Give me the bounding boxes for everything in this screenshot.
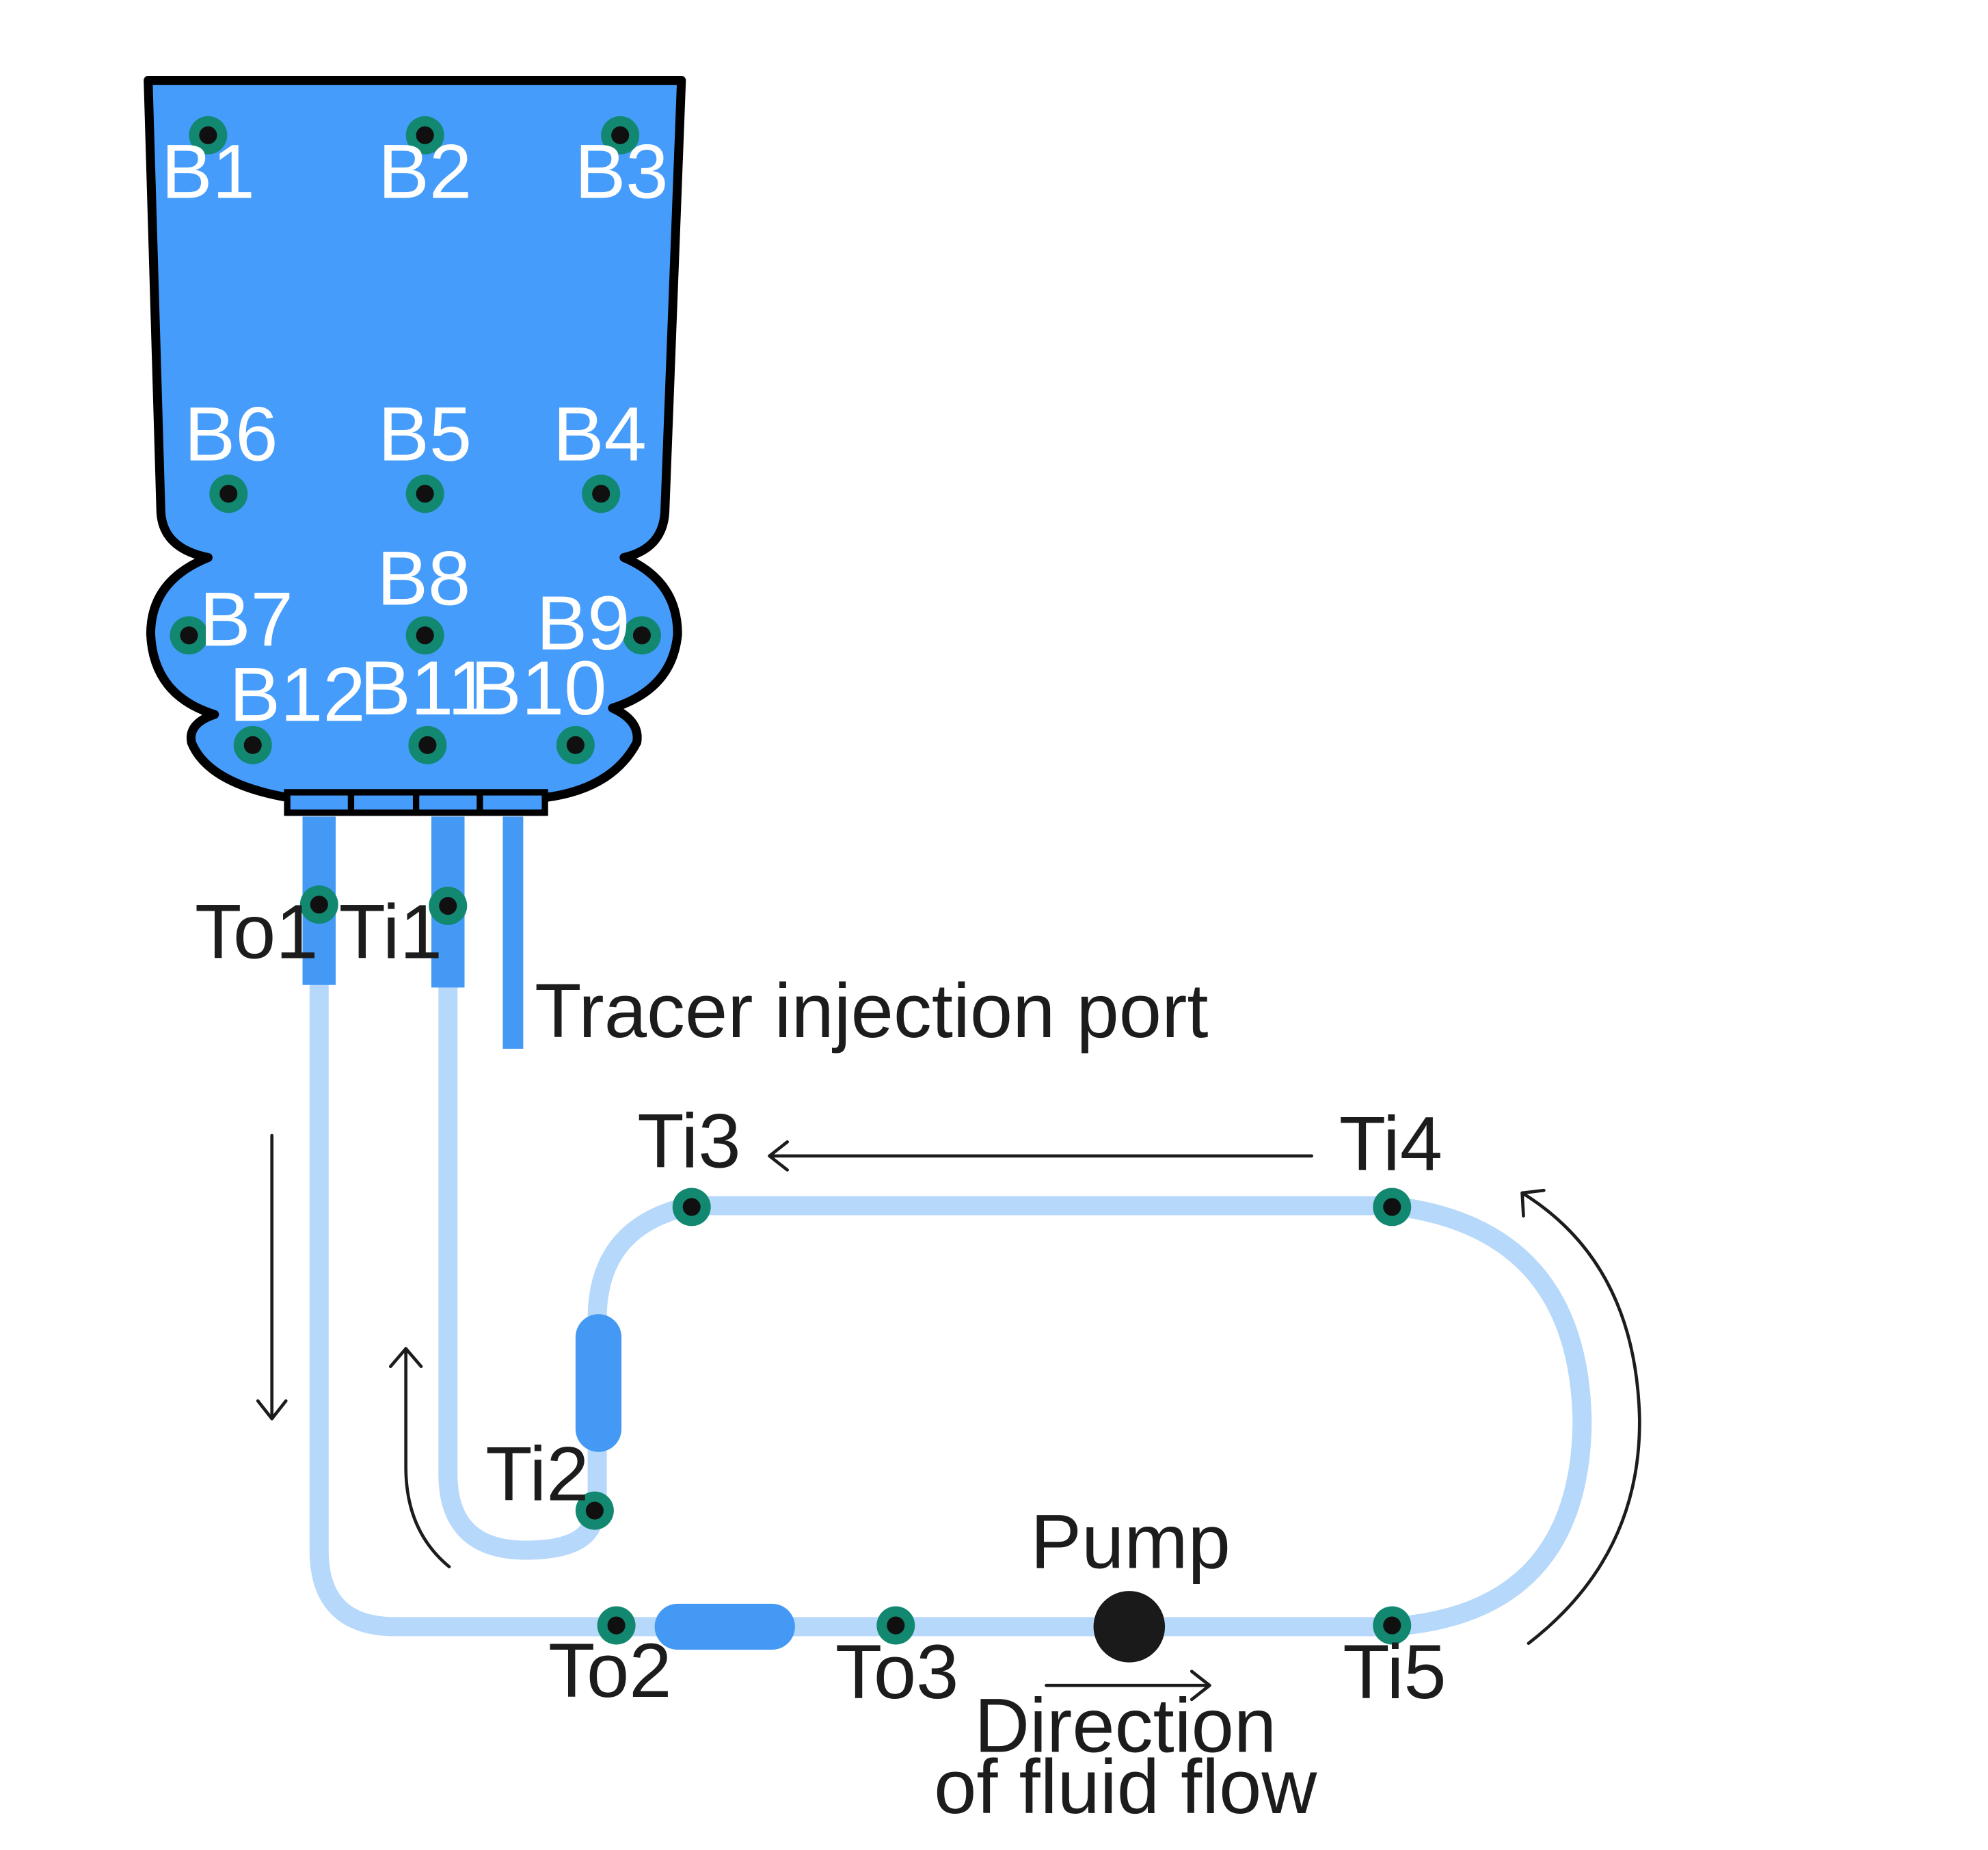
loop-tube [587, 1196, 1592, 1637]
label-b3: B3 [575, 129, 669, 214]
label-b1: B1 [161, 129, 255, 214]
label-b12: B12 [229, 652, 365, 737]
label-ti2: Ti2 [485, 1432, 589, 1517]
label-b11: B11 [360, 645, 490, 731]
manifold-dividers [347, 792, 483, 813]
sensor-b8 [405, 616, 444, 655]
sensor-b1 [189, 116, 228, 155]
left-arrow-icon [768, 1140, 1314, 1172]
flow-arrows [256, 1134, 1641, 1702]
sensor-to2 [597, 1606, 636, 1645]
pump-icon [1093, 1591, 1166, 1663]
label-b10: B10 [470, 645, 606, 731]
sensor-ti2 [575, 1491, 614, 1530]
sensor-b3 [601, 116, 640, 155]
vessel [144, 76, 686, 816]
vertical-dark-segment [575, 1314, 622, 1452]
sensor-b5 [405, 474, 444, 513]
down-arrow-icon [256, 1134, 288, 1421]
tracer-port-stub [502, 816, 524, 1049]
label-to3: To3 [835, 1629, 959, 1715]
flow-arrow-icon [1045, 1670, 1211, 1702]
annotation-labels: Tracer injection port Pump Direction of … [535, 968, 1317, 1829]
vessel-sensors [170, 116, 661, 764]
label-b7: B7 [200, 576, 293, 662]
label-ti4: Ti4 [1339, 1101, 1442, 1186]
tracer-injection-label: Tracer injection port [535, 968, 1208, 1054]
label-to2: To2 [548, 1628, 672, 1713]
up-arrow-icon [388, 1347, 451, 1569]
horizontal-dark-segment [654, 1603, 795, 1650]
sensor-b2 [405, 116, 444, 155]
sensor-to3 [876, 1606, 915, 1645]
sensor-ti3 [672, 1188, 711, 1226]
inlet-return-tube [438, 972, 604, 1560]
sensor-b10 [556, 725, 595, 764]
outlet-tube [309, 972, 1401, 1637]
sensor-ti1 [429, 887, 468, 925]
label-ti1: Ti1 [339, 889, 442, 975]
sensor-b12 [233, 725, 272, 764]
sensor-b11 [408, 725, 447, 764]
tube-labels: To1 Ti1 Ti2 Ti3 Ti4 Ti5 To2 To3 [195, 889, 1447, 1715]
flow-direction-label-line1: Direction [974, 1683, 1276, 1768]
sensor-ti4 [1373, 1188, 1412, 1226]
flow-direction-label-line2: of fluid flow [934, 1744, 1317, 1829]
vessel-labels: B1 B2 B3 B4 B5 B6 B7 B8 B9 B10 B11 B12 [161, 129, 669, 737]
label-to1: To1 [195, 889, 319, 975]
tubing [302, 816, 1592, 1650]
label-b5: B5 [378, 392, 472, 477]
sensor-b7 [170, 616, 209, 655]
sensor-ti5 [1373, 1606, 1412, 1645]
label-b2: B2 [378, 129, 472, 214]
sensor-b6 [209, 474, 248, 513]
sensor-to1 [299, 885, 338, 924]
sensor-b9 [622, 616, 661, 655]
label-b6: B6 [185, 392, 278, 477]
label-b9: B9 [537, 580, 630, 666]
label-ti5: Ti5 [1343, 1629, 1446, 1715]
label-b8: B8 [377, 536, 470, 621]
curved-up-arrow-icon [1520, 1188, 1641, 1646]
sensor-b4 [582, 474, 621, 513]
label-b4: B4 [553, 392, 647, 477]
tube-sensors [299, 885, 1412, 1645]
label-ti3: Ti3 [637, 1099, 740, 1184]
pump-label: Pump [1030, 1499, 1231, 1585]
